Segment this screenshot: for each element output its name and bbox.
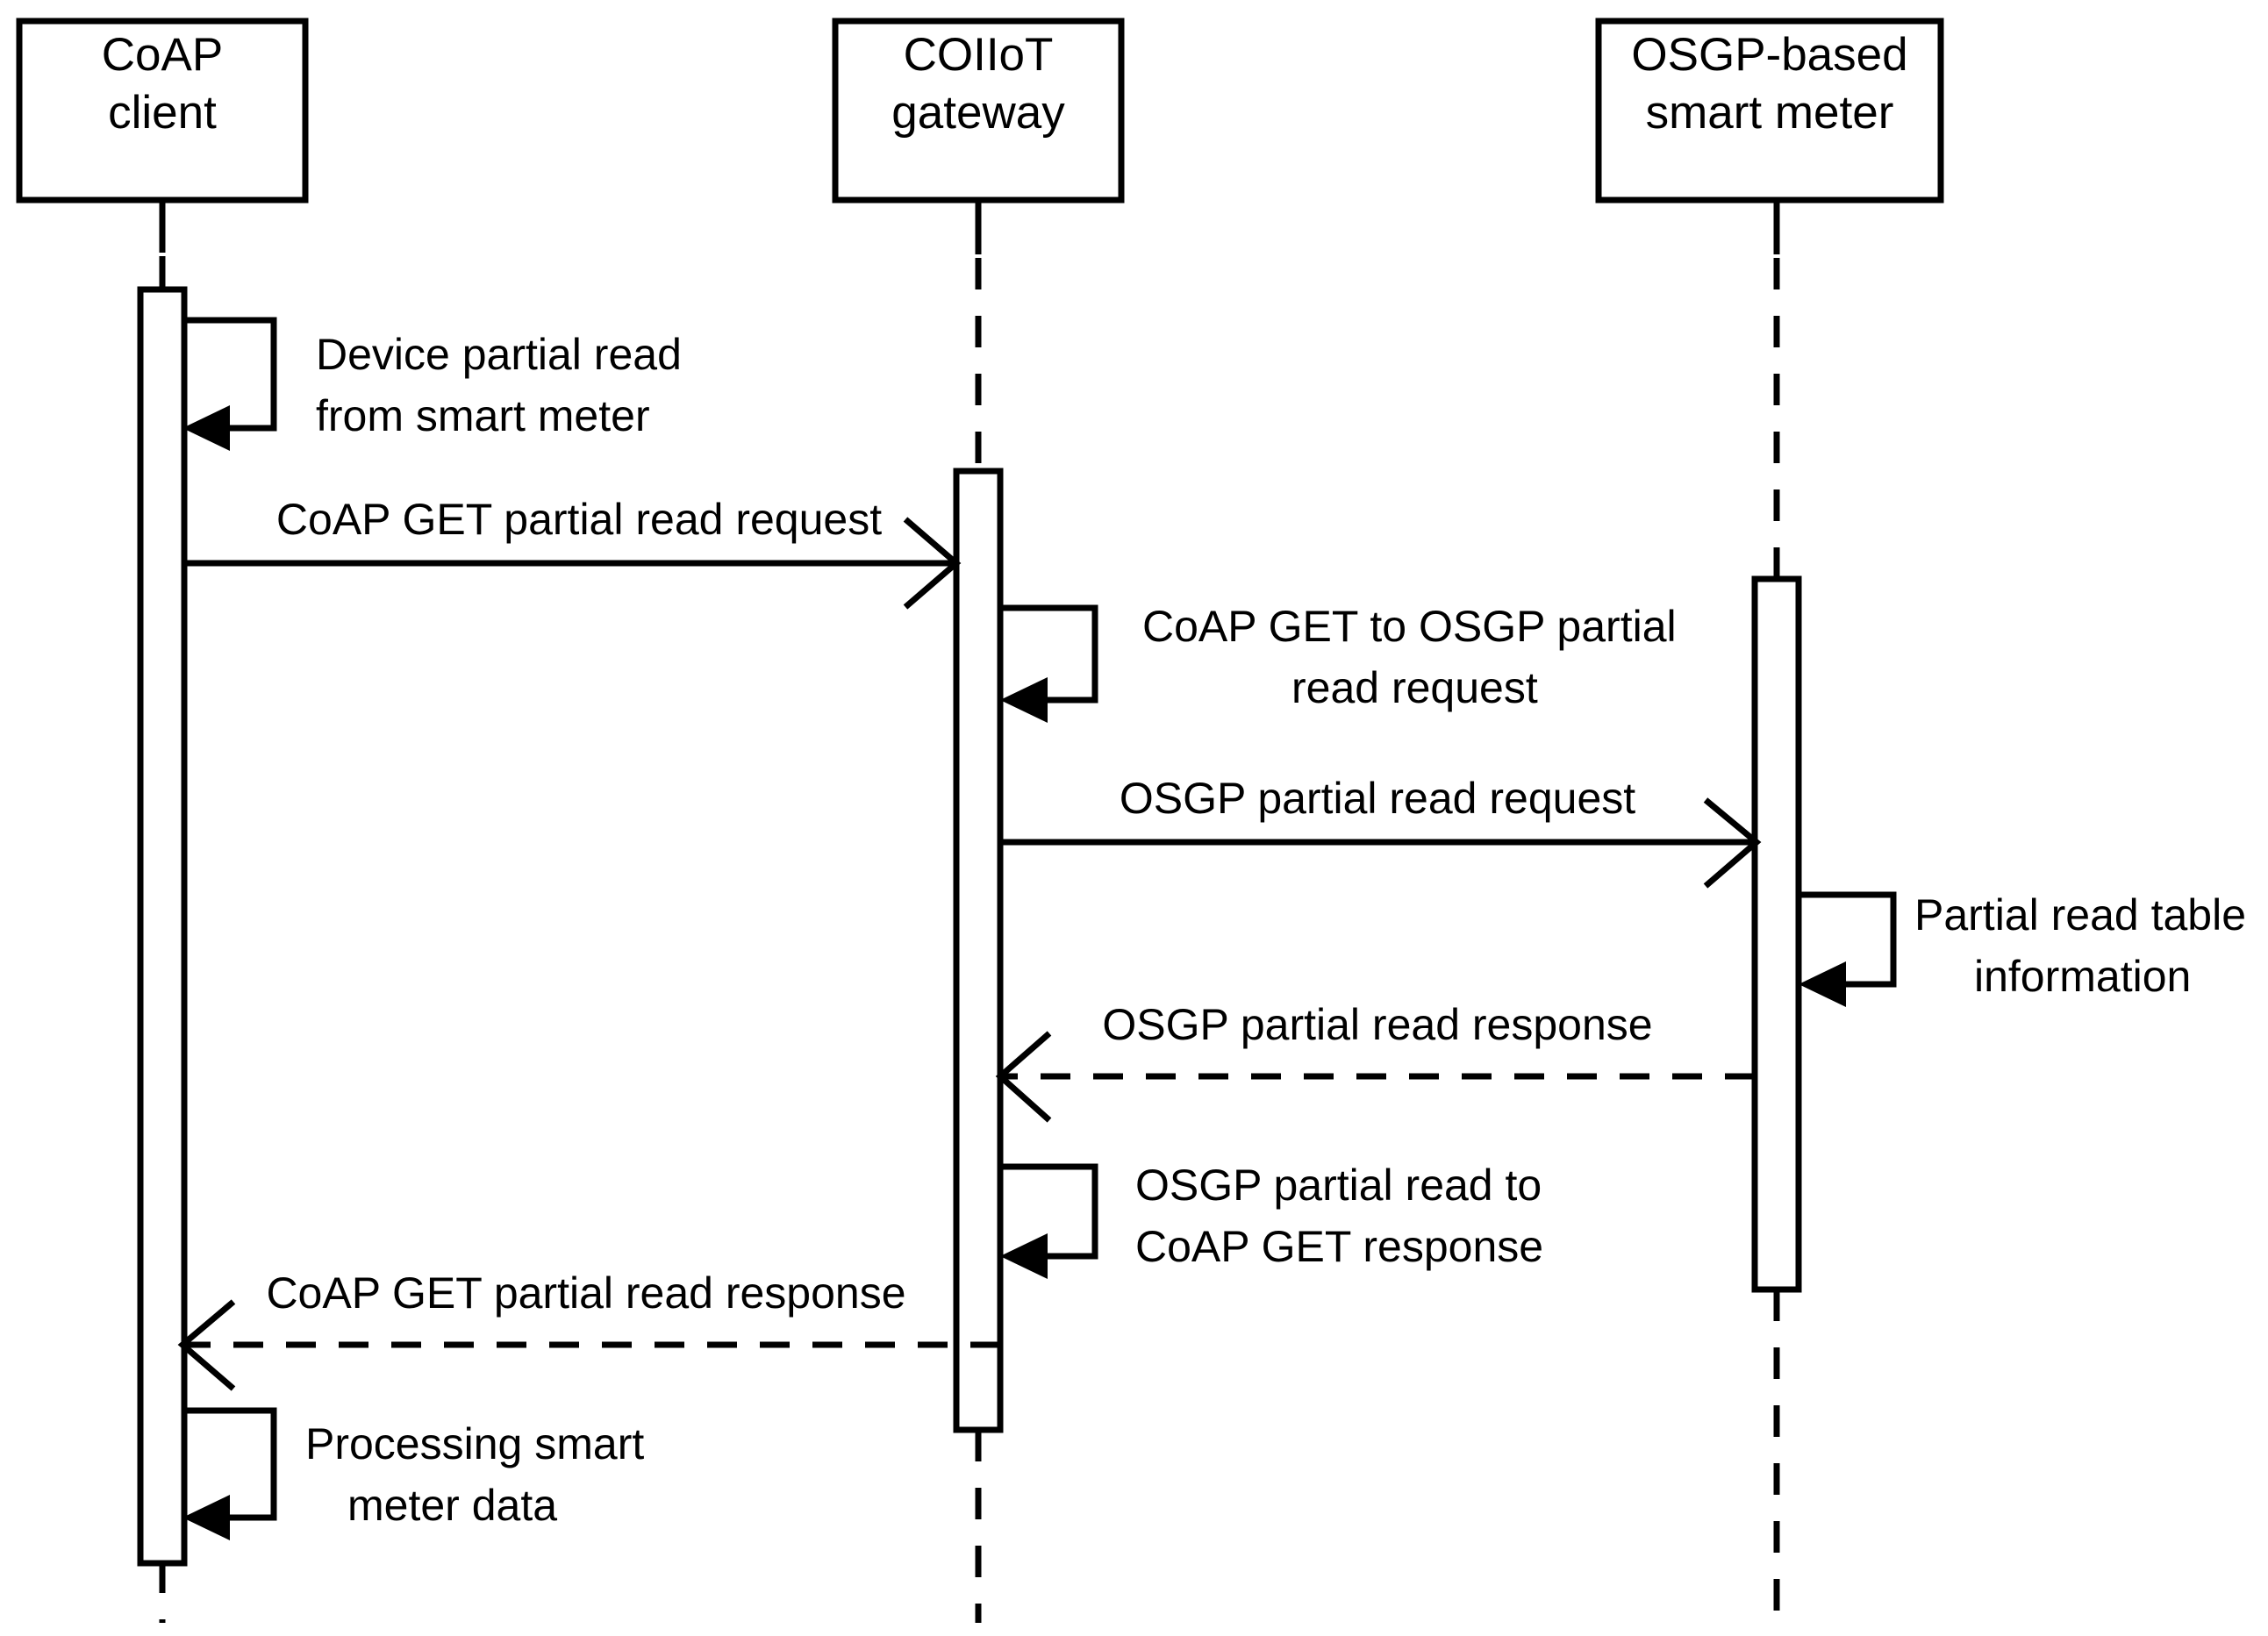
message-osgp-partial-read-to-coap-get-response[interactable]: OSGP partial read to CoAP GET response — [1000, 1161, 1543, 1279]
arrowhead-filled-m3 — [1000, 677, 1048, 723]
message-label-m1-line2: from smart meter — [316, 391, 650, 440]
participant-box-osgp-smart-meter[interactable] — [1595, 18, 1944, 204]
participant-label-coap-client-line1: CoAP — [102, 29, 223, 81]
participant-label-osgp-smart-meter-line1: OSGP-based — [1631, 29, 1907, 81]
message-label-m4-line1: OSGP partial read request — [1120, 774, 1635, 823]
message-label-m3-line1: CoAP GET to OSGP partial — [1142, 602, 1677, 651]
message-label-m2-line1: CoAP GET partial read request — [276, 495, 882, 544]
self-loop-path-m1 — [182, 317, 277, 432]
arrowhead-open-m8 — [177, 1299, 236, 1391]
message-label-m7-line1: OSGP partial read to — [1135, 1161, 1542, 1210]
self-loop-path-m3 — [1000, 604, 1098, 704]
activation-bar-coap-client[interactable] — [137, 286, 188, 1567]
arrowhead-filled-m5 — [1799, 961, 1846, 1007]
participant-label-coap-client-line2: client — [108, 87, 217, 139]
message-coap-get-to-osgp-partial-read-request[interactable]: CoAP GET to OSGP partial read request — [1000, 602, 1677, 723]
participant-label-coiiot-gateway-line1: COIIoT — [904, 29, 1054, 81]
message-coap-get-partial-read-request[interactable]: CoAP GET partial read request — [182, 495, 962, 610]
message-osgp-partial-read-request[interactable]: OSGP partial read request — [1000, 774, 1762, 889]
activation-bar-coiiot-gateway[interactable] — [953, 468, 1004, 1433]
arrowhead-filled-m1 — [182, 405, 230, 451]
participant-osgp-smart-meter[interactable]: OSGP-based smart meter — [1595, 18, 1944, 204]
message-label-m1-line1: Device partial read — [316, 330, 682, 379]
message-label-m9-line1: Processing smart — [305, 1419, 644, 1468]
message-device-partial-read[interactable]: Device partial read from smart meter — [182, 317, 682, 451]
arrowhead-open-m4 — [1703, 797, 1762, 889]
activation-bar-osgp-smart-meter[interactable] — [1751, 575, 1802, 1293]
arrowhead-open-m6 — [995, 1031, 1052, 1123]
self-loop-path-m9 — [182, 1407, 277, 1521]
participant-box-coap-client[interactable] — [16, 18, 309, 204]
message-label-m8-line1: CoAP GET partial read response — [266, 1268, 905, 1318]
participant-label-osgp-smart-meter-line2: smart meter — [1646, 87, 1894, 139]
arrowhead-filled-m7 — [1000, 1233, 1048, 1279]
arrowhead-filled-m9 — [182, 1495, 230, 1540]
message-label-m3-line2: read request — [1291, 663, 1538, 712]
message-label-m5-line1: Partial read table — [1914, 890, 2246, 939]
participant-coap-client[interactable]: CoAP client — [16, 18, 309, 204]
message-osgp-partial-read-response[interactable]: OSGP partial read response — [995, 1000, 1755, 1123]
message-label-m7-line2: CoAP GET response — [1135, 1222, 1543, 1271]
self-loop-path-m7 — [1000, 1163, 1098, 1260]
message-label-m6-line1: OSGP partial read response — [1102, 1000, 1652, 1049]
message-partial-read-table-information[interactable]: Partial read table information — [1799, 890, 2246, 1007]
participant-label-coiiot-gateway-line2: gateway — [891, 87, 1065, 139]
arrowhead-open-m2 — [903, 517, 962, 610]
message-processing-smart-meter-data[interactable]: Processing smart meter data — [182, 1407, 644, 1540]
message-coap-get-partial-read-response[interactable]: CoAP GET partial read response — [177, 1268, 1000, 1391]
message-label-m9-line2: meter data — [347, 1481, 557, 1530]
message-label-m5-line2: information — [1974, 952, 2191, 1001]
participant-coiiot-gateway[interactable]: COIIoT gateway — [832, 18, 1125, 204]
self-loop-path-m5 — [1799, 891, 1897, 988]
